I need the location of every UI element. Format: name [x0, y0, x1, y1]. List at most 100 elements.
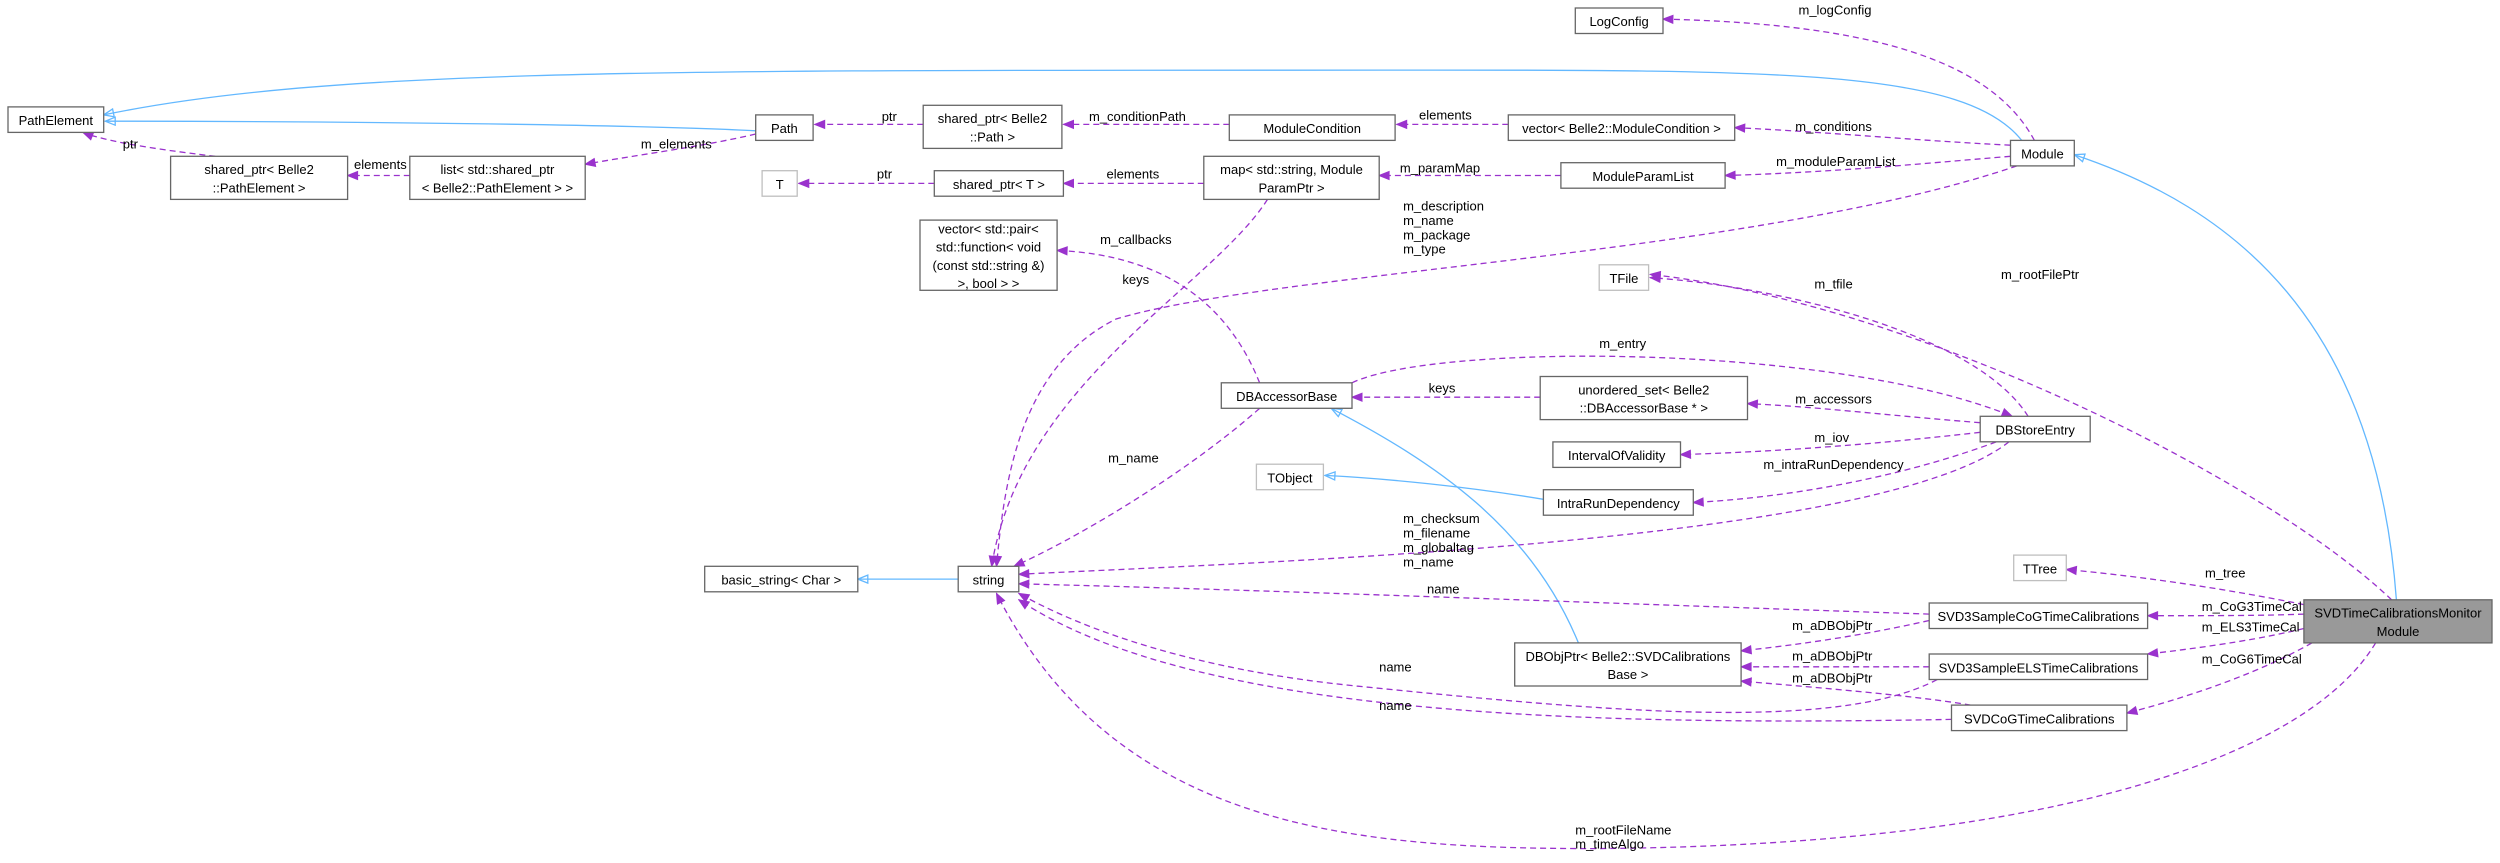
node-box[interactable]: [409, 155, 586, 201]
edge-dbobjptr-inherits-dbaccessorbase: [1331, 408, 1580, 644]
node-box[interactable]: [1552, 441, 1682, 469]
node-box[interactable]: [1574, 7, 1664, 35]
node-box[interactable]: [2013, 554, 2067, 582]
node-vector-pair-function[interactable]: vector< std::pair<std::function< void(co…: [919, 219, 1058, 291]
node-svd3samplecogtimecalibrations[interactable]: SVD3SampleCoGTimeCalibrations: [1928, 602, 2149, 630]
node-svdcogtimecalibrations[interactable]: SVDCoGTimeCalibrations: [1950, 704, 2128, 732]
node-box[interactable]: [1514, 642, 1742, 687]
node-t[interactable]: T: [761, 170, 798, 197]
edge-label: m_rootFilePtr: [2001, 267, 2080, 282]
node-shared-ptr-pathelement[interactable]: shared_ptr< Belle2::PathElement >: [169, 155, 349, 201]
edge-dbstoreentry-m-intrarundependency: m_intraRunDependency: [1693, 441, 1997, 503]
node-label: Base >: [1607, 667, 1648, 682]
edge-line-monitor-m-cog3timecal: [2148, 614, 2304, 616]
edge-label: m_callbacks: [1100, 232, 1172, 247]
node-label: list< std::shared_ptr: [440, 162, 554, 177]
node-string[interactable]: string: [957, 565, 1020, 593]
edge-label: m_ELS3TimeCal: [2202, 620, 2300, 635]
node-basic-string[interactable]: basic_string< Char >: [704, 565, 859, 593]
node-moduleparamlist[interactable]: ModuleParamList: [1560, 162, 1726, 189]
node-modulecondition[interactable]: ModuleCondition: [1228, 114, 1396, 142]
node-box[interactable]: [1950, 704, 2128, 732]
node-box[interactable]: [1560, 162, 1726, 189]
node-box[interactable]: [1507, 114, 1736, 142]
edge-line-dbstoreentry-m-accessors: [1747, 404, 1981, 424]
edge-svd3cog-m-adbobjptr: m_aDBObjPtr: [1741, 618, 1930, 651]
node-box[interactable]: [755, 114, 814, 142]
edge-label: m_description: [1403, 199, 1484, 214]
edge-label: m_intraRunDependency: [1763, 457, 1904, 472]
edge-line-dbstoreentry-m-entry: [1351, 355, 2012, 417]
edge-label: m_aDBObjPtr: [1792, 648, 1873, 663]
node-label: TObject: [1267, 470, 1313, 485]
node-label: SVD3SampleELSTimeCalibrations: [1939, 660, 2139, 675]
node-box[interactable]: [1598, 264, 1650, 291]
node-box[interactable]: [919, 219, 1058, 291]
edge-line-dbaccessorbase-m-name: [1014, 407, 1261, 567]
node-svd3sampleelstimecalibrations[interactable]: SVD3SampleELSTimeCalibrations: [1928, 653, 2149, 681]
node-label: string: [973, 573, 1005, 588]
node-box[interactable]: [1542, 489, 1694, 516]
edge-line-svd3cog-m-adbobjptr: [1741, 619, 1930, 651]
node-label: ModuleCondition: [1263, 121, 1361, 136]
node-label: TFile: [1609, 271, 1638, 286]
edge-label: ptr: [123, 136, 139, 151]
node-tobject[interactable]: TObject: [1255, 463, 1325, 491]
node-shared-ptr-path[interactable]: shared_ptr< Belle2::Path >: [922, 104, 1063, 150]
node-vector-modulecondition[interactable]: vector< Belle2::ModuleCondition >: [1507, 114, 1736, 142]
node-unordered-set[interactable]: unordered_set< Belle2::DBAccessorBase * …: [1539, 375, 1749, 421]
node-label: ::Path >: [970, 129, 1015, 144]
node-dbstoreentry[interactable]: DBStoreEntry: [1979, 415, 2091, 443]
edge-label: name: [1427, 581, 1460, 596]
node-box[interactable]: [1220, 382, 1353, 409]
edge-label: keys: [1122, 272, 1149, 287]
node-box[interactable]: [1203, 155, 1380, 201]
node-tfile[interactable]: TFile: [1598, 264, 1650, 291]
node-label: Module: [2021, 147, 2064, 162]
node-box[interactable]: [761, 170, 798, 197]
node-intrarundependency[interactable]: IntraRunDependency: [1542, 489, 1694, 516]
node-module[interactable]: Module: [2009, 139, 2075, 167]
edge-label: name: [1379, 660, 1412, 675]
node-path[interactable]: Path: [755, 114, 814, 142]
node-label: vector< Belle2::ModuleCondition >: [1522, 121, 1721, 136]
node-box[interactable]: [1228, 114, 1396, 142]
node-box[interactable]: [1539, 375, 1749, 421]
node-box[interactable]: [7, 106, 105, 134]
node-pathelement[interactable]: PathElement: [7, 106, 105, 134]
node-box[interactable]: [922, 104, 1063, 150]
edge-monitor-m-els3timecal: m_ELS3TimeCal: [2148, 620, 2305, 654]
node-box[interactable]: [2303, 599, 2493, 644]
edge-line-module-string-members: [997, 165, 2018, 566]
node-box[interactable]: [933, 170, 1065, 197]
node-box[interactable]: [1255, 463, 1325, 491]
edge-intrarun-inherits-tobject: [1325, 475, 1544, 500]
node-dbaccessorbase[interactable]: DBAccessorBase: [1220, 382, 1353, 409]
node-intervalofvalidity[interactable]: IntervalOfValidity: [1552, 441, 1682, 469]
edge-map-elements: elements: [1064, 167, 1204, 184]
node-label: T: [776, 177, 784, 192]
node-label: shared_ptr< Belle2: [204, 162, 314, 177]
node-ttree[interactable]: TTree: [2013, 554, 2067, 582]
edge-line-path-m-elements: [585, 133, 756, 164]
node-box[interactable]: [1928, 653, 2149, 681]
node-box[interactable]: [2009, 139, 2075, 167]
node-box[interactable]: [1928, 602, 2149, 630]
edge-vector-modulecondition-elements: elements: [1397, 108, 1509, 125]
node-label: ModuleParamList: [1592, 169, 1694, 184]
node-box[interactable]: [169, 155, 349, 201]
edge-line-intrarun-inherits-tobject: [1325, 475, 1544, 500]
node-logconfig[interactable]: LogConfig: [1574, 7, 1664, 35]
node-box[interactable]: [704, 565, 859, 593]
node-list-pathelement[interactable]: list< std::shared_ptr< Belle2::PathEleme…: [409, 155, 586, 201]
node-box[interactable]: [957, 565, 1020, 593]
node-shared-ptr-t[interactable]: shared_ptr< T >: [933, 170, 1065, 197]
node-box[interactable]: [1979, 415, 2091, 443]
node-label: SVD3SampleCoGTimeCalibrations: [1937, 609, 2139, 624]
edge-line-module-inherits-pathelement: [104, 69, 2023, 141]
